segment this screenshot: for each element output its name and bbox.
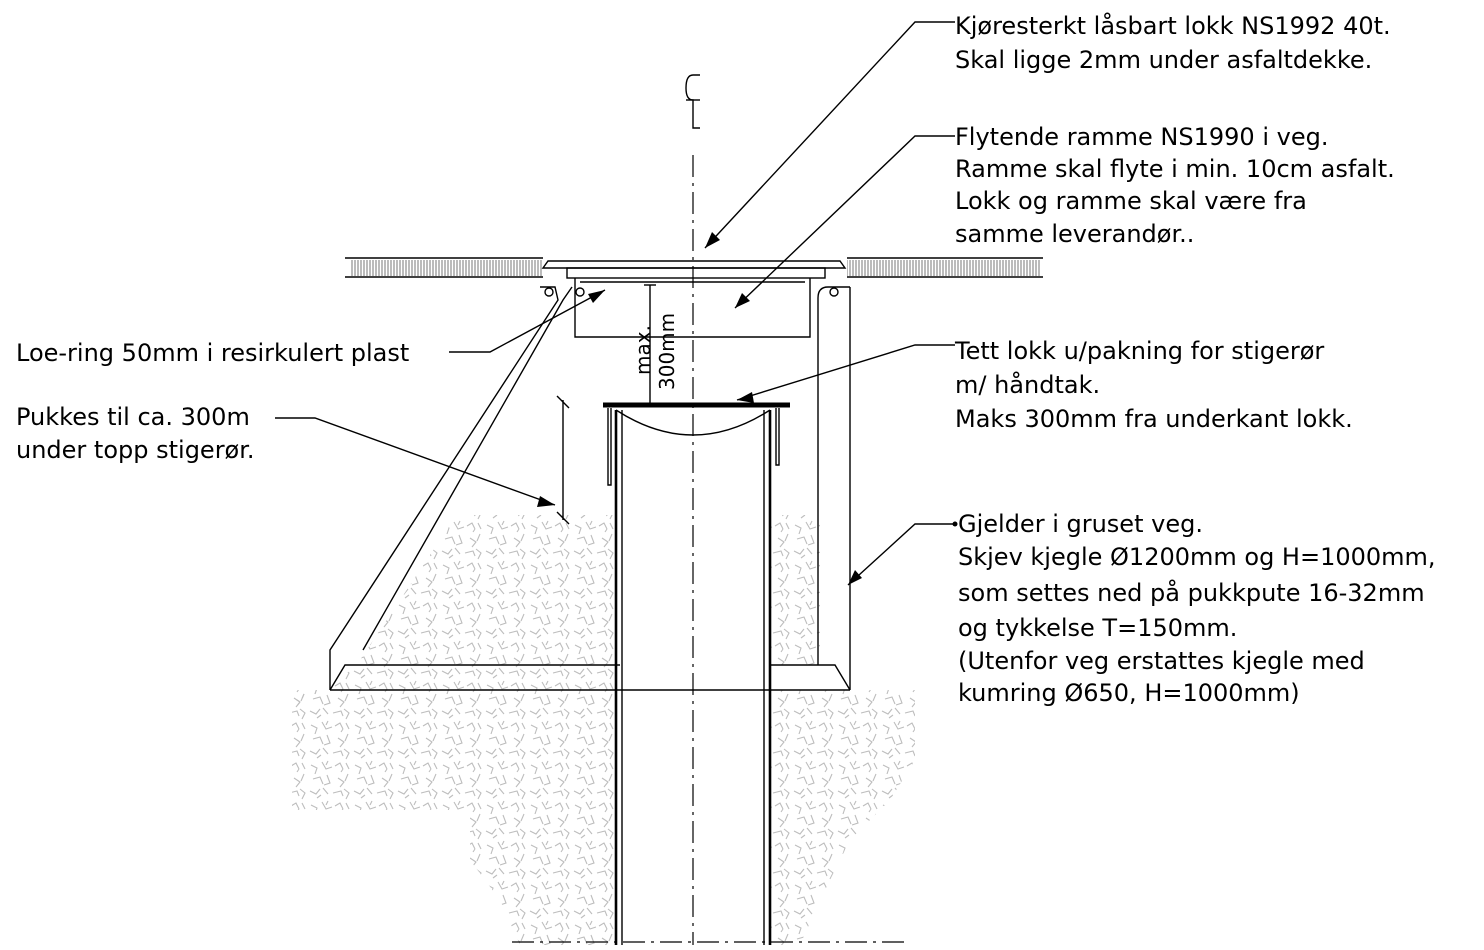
cone-top-notch-left [544,287,554,297]
note-loe-ring-line-1: Loe-ring 50mm i resirkulert plast [16,339,409,367]
gravel-bottom-right [770,690,915,945]
cone-outer-left-wall [329,286,559,690]
road-frame-flange [566,267,826,279]
note-frame: Flytende ramme NS1990 i veg. Ramme skal … [955,123,1395,248]
cone-right-top [817,286,850,299]
note-frame-line-3: Lokk og ramme skal være fra [955,187,1307,215]
note-pukk-line-2: under topp stigerør. [16,436,255,464]
note-cone-line-5: (Utenfor veg erstattes kjegle med [958,647,1365,675]
note-riser-lid-line-1: Tett lokk u/pakning for stigerør [954,337,1324,365]
dimension-line2: 300mm [655,313,679,390]
cone-inner-left-wall [362,286,573,651]
note-lid: Kjøresterkt låsbart lokk NS1992 40t. Ska… [955,11,1391,74]
cone-base-step-right [770,664,851,691]
note-riser-lid-line-3: Maks 300mm fra underkant lokk. [955,405,1353,433]
riser-pipe [603,402,790,945]
note-cone-line-3: som settes ned på pukkpute 16-32mm [958,578,1425,607]
road-frame-body [574,278,811,338]
note-cone: Gjelder i gruset veg. Skjev kjegle Ø1200… [958,510,1436,707]
leader-lines [275,21,958,586]
note-cone-line-6: kumring Ø650, H=1000mm) [958,679,1300,707]
cone-top-notch-right [829,287,839,297]
dimension-max-300: max. 300mm [556,284,679,525]
asphalt-right [847,260,1040,276]
note-loe-ring: Loe-ring 50mm i resirkulert plast [16,339,409,367]
note-cone-line-4: og tykkelse T=150mm. [958,614,1237,642]
gravel-inside-right [770,515,820,665]
gravel-under-cone-left [292,690,616,810]
road-lid [541,260,847,269]
cone-base-step-left [329,664,620,691]
ground-fill [292,515,915,945]
note-pukk: Pukkes til ca. 300m under topp stigerør. [16,403,255,464]
note-lid-line-2: Skal ligge 2mm under asfaltdekke. [955,46,1372,74]
gravel-bottom-left [470,810,616,945]
centerline-symbol [685,74,700,129]
note-frame-line-1: Flytende ramme NS1990 i veg. [955,123,1328,151]
note-frame-line-4: samme leverandør.. [955,220,1194,248]
note-riser-lid-line-2: m/ håndtak. [955,370,1100,399]
riser-lid-skirt-left [607,408,612,486]
note-lid-line-1: Kjøresterkt låsbart lokk NS1992 40t. [955,11,1391,40]
note-cone-line-2: Skjev kjegle Ø1200mm og H=1000mm, [958,543,1436,571]
dimension-line1: max. [631,325,655,375]
asphalt-layers [345,257,1043,278]
note-pukk-line-1: Pukkes til ca. 300m [16,403,250,431]
centerline [512,74,908,945]
note-cone-line-1: Gjelder i gruset veg. [958,510,1203,538]
gravel-around-cone [295,515,615,710]
note-riser-lid: Tett lokk u/pakning for stigerør m/ hånd… [954,337,1353,433]
riser-lid-skirt-right [775,408,780,466]
cone-top-notch-left-2 [575,287,585,297]
asphalt-left [350,260,543,276]
note-frame-line-2: Ramme skal flyte i min. 10cm asfalt. [955,155,1395,183]
